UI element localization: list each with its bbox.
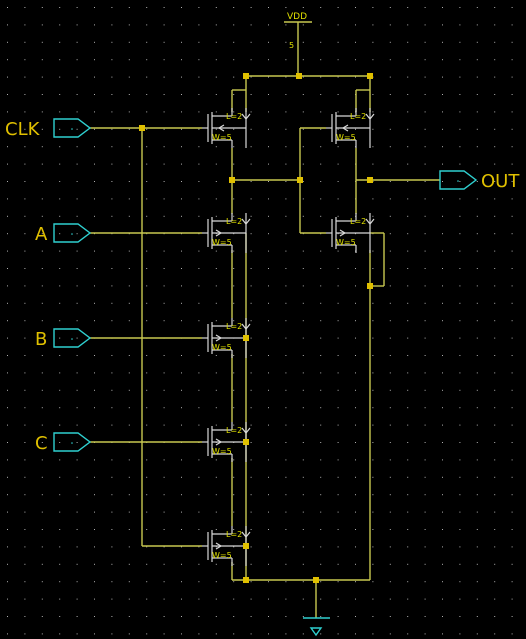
port-label-a: A xyxy=(35,224,48,245)
vdd-label: VDD xyxy=(287,12,307,22)
transistor-pmos-clk-precharge[interactable]: L=2W=5 xyxy=(202,108,251,148)
port-label-clk: CLK xyxy=(5,119,41,140)
port-out[interactable]: OUT xyxy=(439,170,520,192)
port-a[interactable]: A xyxy=(35,223,92,245)
transistor-pmos-keeper[interactable]: L=2W=5 xyxy=(326,108,375,148)
port-label-out: OUT xyxy=(481,171,520,192)
transistor-width-label: W=5 xyxy=(212,343,232,352)
transistor-width-label: W=5 xyxy=(212,133,232,142)
transistor-width-label: W=5 xyxy=(336,133,356,142)
junction-dots xyxy=(139,73,373,583)
port-c[interactable]: C xyxy=(35,432,92,454)
vdd-value: 5 xyxy=(289,41,294,50)
grid-dots xyxy=(7,7,513,635)
transistor-width-label: W=5 xyxy=(336,238,356,247)
transistor-width-label: W=5 xyxy=(212,238,232,247)
transistor-nmos-c[interactable]: L=2W=5 xyxy=(202,422,251,462)
port-label-c: C xyxy=(35,433,48,454)
ground-icon xyxy=(303,617,330,637)
transistor-length-label: L=2 xyxy=(350,112,366,121)
transistor-length-label: L=2 xyxy=(226,530,242,539)
transistor-length-label: L=2 xyxy=(226,322,242,331)
transistor-length-label: L=2 xyxy=(226,112,242,121)
port-b[interactable]: B xyxy=(35,328,92,350)
transistor-nmos-a[interactable]: L=2W=5 xyxy=(202,213,251,253)
transistors: L=2W=5L=2W=5L=2W=5L=2W=5L=2W=5L=2W=5L=2W… xyxy=(202,108,375,566)
transistor-width-label: W=5 xyxy=(212,551,232,560)
transistor-length-label: L=2 xyxy=(350,217,366,226)
port-clk[interactable]: CLK xyxy=(5,118,92,140)
transistor-nmos-clk-foot[interactable]: L=2W=5 xyxy=(202,526,251,566)
transistor-nmos-inv[interactable]: L=2W=5 xyxy=(326,213,375,253)
transistor-length-label: L=2 xyxy=(226,217,242,226)
transistor-length-label: L=2 xyxy=(226,426,242,435)
vdd-supply[interactable]: VDD 5 xyxy=(284,12,312,76)
transistor-width-label: W=5 xyxy=(212,447,232,456)
port-label-b: B xyxy=(35,329,47,350)
